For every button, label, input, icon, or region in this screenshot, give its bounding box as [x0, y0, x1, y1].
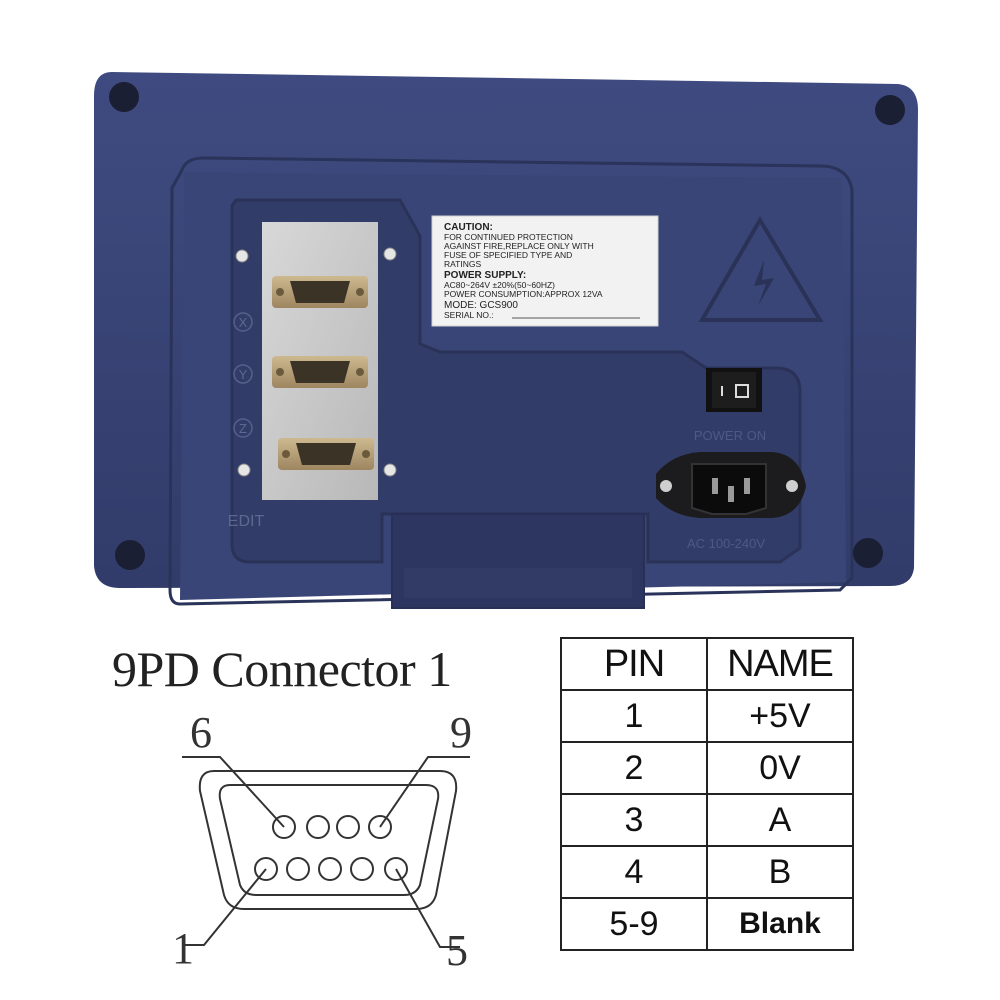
table-row: 4 B: [560, 845, 854, 899]
high-voltage-warning-icon: [698, 216, 824, 322]
edit-mark: EDIT: [228, 513, 265, 530]
port-label-y: Y: [239, 367, 248, 382]
pin-hole: [368, 815, 392, 839]
pin-hole: [336, 815, 360, 839]
pin-hole: [272, 815, 296, 839]
power-supply-heading: POWER SUPPLY:: [444, 270, 526, 281]
table-header-row: PIN NAME: [560, 637, 854, 691]
db9-port-x: [272, 276, 368, 308]
connector-shell-outer: [198, 770, 458, 910]
leader-line-1: [182, 868, 267, 946]
power-on-mark: POWER ON: [694, 428, 766, 443]
caution-heading: CAUTION:: [444, 222, 493, 233]
table-row: 2 0V: [560, 741, 854, 795]
db9-port-z: [278, 438, 374, 470]
db9-port-y: [272, 356, 368, 388]
ac-rating-mark: AC 100-240V: [687, 536, 765, 551]
pin-cell: 4: [560, 845, 708, 899]
name-cell: A: [706, 793, 854, 847]
pin-table: PIN NAME 1 +5V 2 0V 3 A 4 B 5-9 Blank: [560, 637, 854, 951]
pin-hole: [384, 857, 408, 881]
leader-line-6: [182, 756, 285, 828]
screw-hole-icon: [109, 82, 139, 112]
screw-hole-icon: [875, 95, 905, 125]
caution-label: CAUTION: FOR CONTINUED PROTECTION AGAINS…: [431, 215, 659, 327]
screw-hole-icon: [115, 540, 145, 570]
pin-hole: [254, 857, 278, 881]
connector-title: 9PD Connector 1: [112, 641, 452, 697]
power-switch-icon: [706, 368, 762, 412]
column-header-pin: PIN: [560, 637, 708, 691]
pin-cell: 3: [560, 793, 708, 847]
leader-line-9: [379, 756, 470, 828]
svg-text:FOR CONTINUED PROTECTION: FOR CONTINUED PROTECTION: [444, 232, 573, 242]
pin-cell: 1: [560, 689, 708, 743]
port-label-x: X: [239, 315, 248, 330]
pin-number-1: 1: [172, 924, 194, 970]
svg-text:AGAINST FIRE,REPLACE ONLY WITH: AGAINST FIRE,REPLACE ONLY WITH: [444, 241, 594, 251]
pin-cell: 5-9: [560, 897, 708, 951]
leader-line-5: [395, 868, 460, 948]
pin-cell: 2: [560, 741, 708, 795]
db9-pinout-diagram: 6 9 1 5: [172, 708, 472, 970]
table-row: 1 +5V: [560, 689, 854, 743]
model-text: MODE: GCS900: [444, 300, 518, 311]
pin-hole: [350, 857, 374, 881]
device-back-panel: X Y Z EDIT CAUTION: FOR CONTINUED PROTEC…: [94, 72, 918, 609]
port-label-z: Z: [239, 421, 247, 436]
pin-hole: [306, 815, 330, 839]
pin-hole: [318, 857, 342, 881]
column-header-name: NAME: [706, 637, 854, 691]
pin-number-9: 9: [450, 708, 472, 757]
pin-number-5: 5: [446, 926, 468, 970]
screw-hole-icon: [853, 538, 883, 568]
power-socket-icon: [656, 452, 806, 518]
svg-text:AC80~264V ±20%(50~60HZ): AC80~264V ±20%(50~60HZ): [444, 280, 555, 290]
inner-panel: [168, 156, 854, 606]
pin-hole: [286, 857, 310, 881]
svg-text:RATINGS: RATINGS: [444, 259, 481, 269]
serial-text: SERIAL NO.:: [444, 310, 494, 320]
name-cell: 0V: [706, 741, 854, 795]
name-cell: +5V: [706, 689, 854, 743]
table-row: 3 A: [560, 793, 854, 847]
connector-shell-inner: [218, 784, 440, 896]
pin-number-6: 6: [190, 708, 212, 757]
name-cell: Blank: [706, 897, 854, 951]
table-row: 5-9 Blank: [560, 897, 854, 951]
svg-text:POWER CONSUMPTION:APPROX 12VA: POWER CONSUMPTION:APPROX 12VA: [444, 289, 603, 299]
name-cell: B: [706, 845, 854, 899]
svg-text:FUSE OF SPECIFIED TYPE AND: FUSE OF SPECIFIED TYPE AND: [444, 250, 572, 260]
